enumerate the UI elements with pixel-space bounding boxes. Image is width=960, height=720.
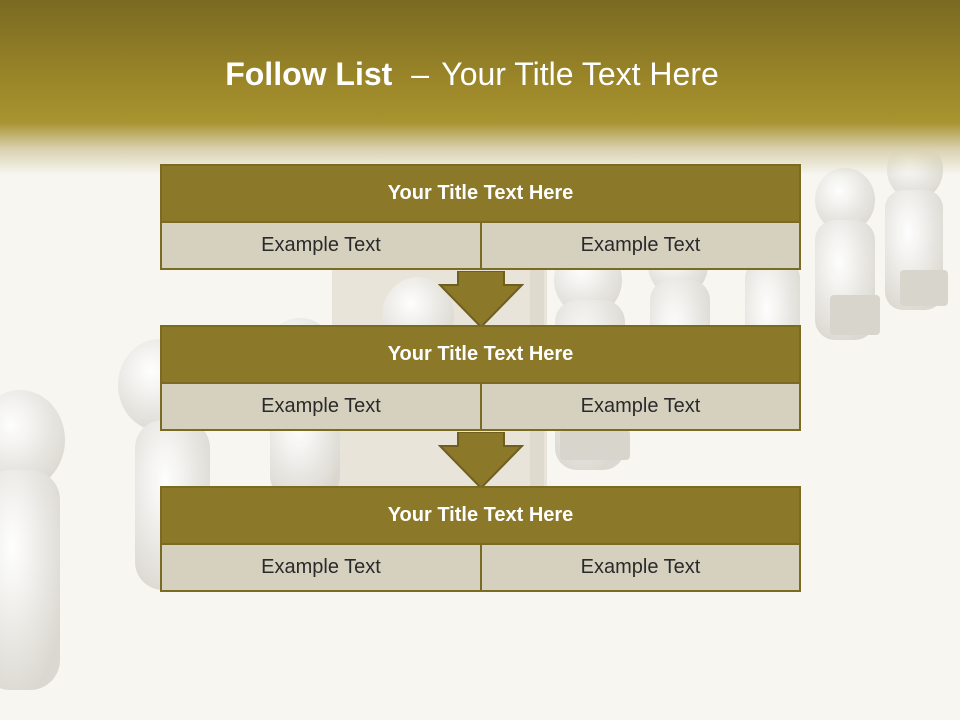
header-band (0, 0, 960, 175)
title-rest: Your Title Text Here (441, 56, 719, 92)
step-cell-right: Example Text (482, 384, 799, 429)
step-box-1: Your Title Text Here Example Text Exampl… (160, 164, 801, 270)
title-dash: – (411, 56, 429, 92)
step-cell-right: Example Text (482, 223, 799, 268)
step-box-3: Your Title Text Here Example Text Exampl… (160, 486, 801, 592)
step-heading: Your Title Text Here (162, 327, 799, 382)
step-cell-left: Example Text (162, 384, 480, 429)
step-cell-right: Example Text (482, 545, 799, 590)
step-cell-left: Example Text (162, 223, 480, 268)
down-arrow-icon (438, 271, 524, 329)
slide-title: Follow List – Your Title Text Here (0, 56, 944, 93)
down-arrow-icon (438, 432, 524, 490)
step-cell-left: Example Text (162, 545, 480, 590)
title-bold: Follow List (225, 56, 393, 92)
step-heading: Your Title Text Here (162, 488, 799, 543)
step-box-2: Your Title Text Here Example Text Exampl… (160, 325, 801, 431)
step-heading: Your Title Text Here (162, 166, 799, 221)
